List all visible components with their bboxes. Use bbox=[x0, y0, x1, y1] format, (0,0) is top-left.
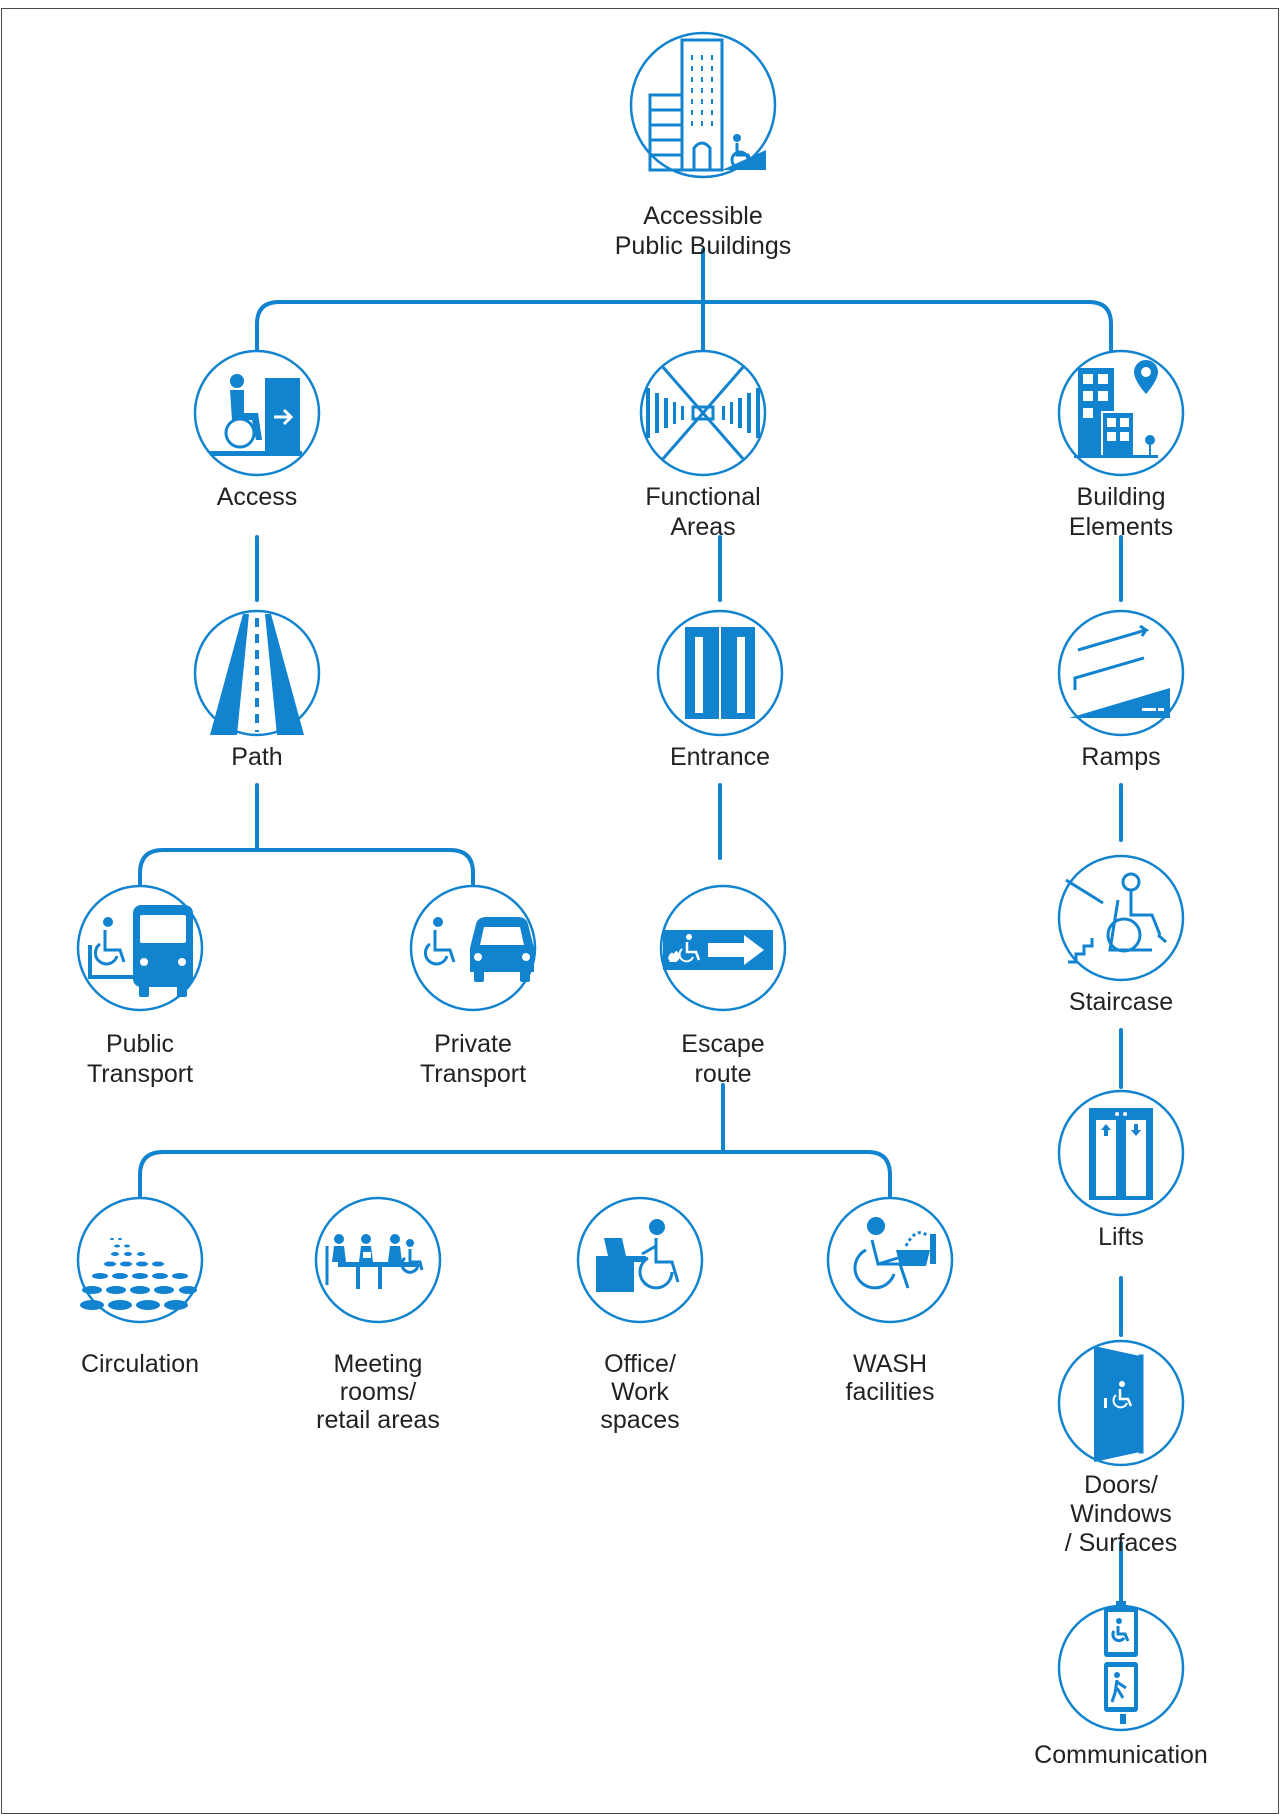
node-ramps: Ramps bbox=[1057, 609, 1185, 771]
stair-lift-icon bbox=[1065, 872, 1167, 964]
diagram-border bbox=[1, 8, 1279, 1814]
node-label-line: retail areas bbox=[316, 1406, 440, 1434]
node-label-line: WASH bbox=[853, 1350, 927, 1378]
node-label-line: rooms/ bbox=[340, 1378, 416, 1406]
node-label-line: Lifts bbox=[1098, 1223, 1144, 1251]
node-label-line: Public bbox=[106, 1030, 174, 1058]
node-label-line: route bbox=[695, 1060, 752, 1088]
node-staircase: Staircase bbox=[1057, 854, 1185, 1016]
node-label-line: / Surfaces bbox=[1065, 1529, 1178, 1557]
node-label-line: spaces bbox=[600, 1406, 679, 1434]
node-accessible-public-buildings: Accessible Public Buildings bbox=[615, 31, 792, 260]
node-label-line: Transport bbox=[87, 1060, 193, 1088]
wheelchair-desk-icon bbox=[596, 1219, 680, 1292]
node-label-line: Escape bbox=[681, 1030, 764, 1058]
node-building-elements: Building Elements bbox=[1057, 349, 1185, 541]
node-label-line: Transport bbox=[420, 1060, 526, 1088]
node-label-line: Path bbox=[231, 743, 282, 771]
node-access: Access bbox=[193, 349, 321, 511]
node-label-line: Public Buildings bbox=[615, 232, 792, 260]
node-wash-facilities: WASH facilities bbox=[826, 1196, 954, 1406]
node-label-line: Elements bbox=[1069, 513, 1173, 541]
wheelchair-sink-icon bbox=[853, 1217, 936, 1290]
node-label-line: Staircase bbox=[1069, 988, 1173, 1016]
node-circulation: Circulation bbox=[76, 1196, 204, 1378]
node-functional-areas: Functional Areas bbox=[639, 349, 767, 541]
accessible-door-icon bbox=[1094, 1346, 1144, 1462]
node-label-line: Circulation bbox=[81, 1350, 199, 1378]
node-label-line: Private bbox=[434, 1030, 512, 1058]
node-label-line: Doors/ bbox=[1084, 1471, 1158, 1499]
node-label-line: Meeting bbox=[334, 1350, 423, 1378]
ramp-icon bbox=[1069, 624, 1170, 718]
node-entrance: Entrance bbox=[656, 609, 784, 771]
node-escape-route: Escape route bbox=[659, 884, 787, 1088]
meeting-table-icon bbox=[325, 1234, 424, 1289]
node-meeting-rooms: Meeting rooms/ retail areas bbox=[314, 1196, 442, 1434]
node-label-line: Entrance bbox=[670, 743, 770, 771]
node-private-transport: Private Transport bbox=[409, 884, 537, 1088]
node-label-line: Windows bbox=[1070, 1500, 1171, 1528]
connectors bbox=[138, 248, 1123, 1607]
node-label-line: Building bbox=[1077, 483, 1166, 511]
wheelchair-exit-door-icon bbox=[210, 374, 302, 456]
node-label-line: facilities bbox=[846, 1378, 935, 1406]
escape-route-sign-icon bbox=[663, 930, 773, 970]
node-office-workspaces: Office/ Work spaces bbox=[576, 1196, 704, 1434]
node-communication: Communication bbox=[1034, 1601, 1208, 1769]
road-icon bbox=[210, 614, 304, 735]
elevator-icon bbox=[1089, 1108, 1153, 1200]
tactile-paving-icon bbox=[80, 1238, 197, 1310]
node-label-line: Work bbox=[611, 1378, 669, 1406]
node-label-line: Ramps bbox=[1081, 743, 1160, 771]
wheelchair-car-icon bbox=[423, 917, 534, 982]
corridor-perspective-icon bbox=[646, 365, 760, 461]
wheelchair-bus-icon bbox=[88, 905, 193, 997]
node-label-line: Areas bbox=[670, 513, 735, 541]
node-path: Path bbox=[193, 609, 321, 771]
node-label-line: Functional bbox=[645, 483, 760, 511]
node-label-line: Office/ bbox=[604, 1350, 676, 1378]
node-label-line: Access bbox=[217, 483, 298, 511]
node-lifts: Lifts bbox=[1057, 1089, 1185, 1251]
building-wheelchair-icon bbox=[648, 38, 766, 172]
accessible-signage-icon bbox=[1104, 1601, 1138, 1724]
double-door-icon bbox=[685, 627, 755, 719]
node-label-line: Accessible bbox=[643, 202, 763, 230]
node-doors-windows-surfaces: Doors/ Windows / Surfaces bbox=[1057, 1339, 1185, 1557]
building-location-pin-icon bbox=[1074, 360, 1158, 458]
node-public-transport: Public Transport bbox=[76, 884, 204, 1088]
node-label-line: Communication bbox=[1034, 1741, 1208, 1769]
